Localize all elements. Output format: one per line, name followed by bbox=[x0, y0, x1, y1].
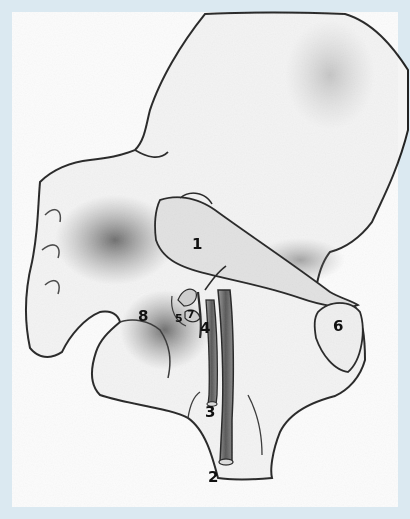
label-4: 4 bbox=[200, 319, 210, 337]
texture-overlay bbox=[12, 12, 398, 507]
label-7: 7 bbox=[187, 308, 195, 321]
label-1: 1 bbox=[192, 235, 202, 253]
label-5: 5 bbox=[175, 312, 183, 325]
label-8: 8 bbox=[138, 307, 148, 325]
label-6: 6 bbox=[333, 317, 343, 335]
label-2: 2 bbox=[208, 468, 218, 486]
label-3: 3 bbox=[205, 403, 215, 421]
